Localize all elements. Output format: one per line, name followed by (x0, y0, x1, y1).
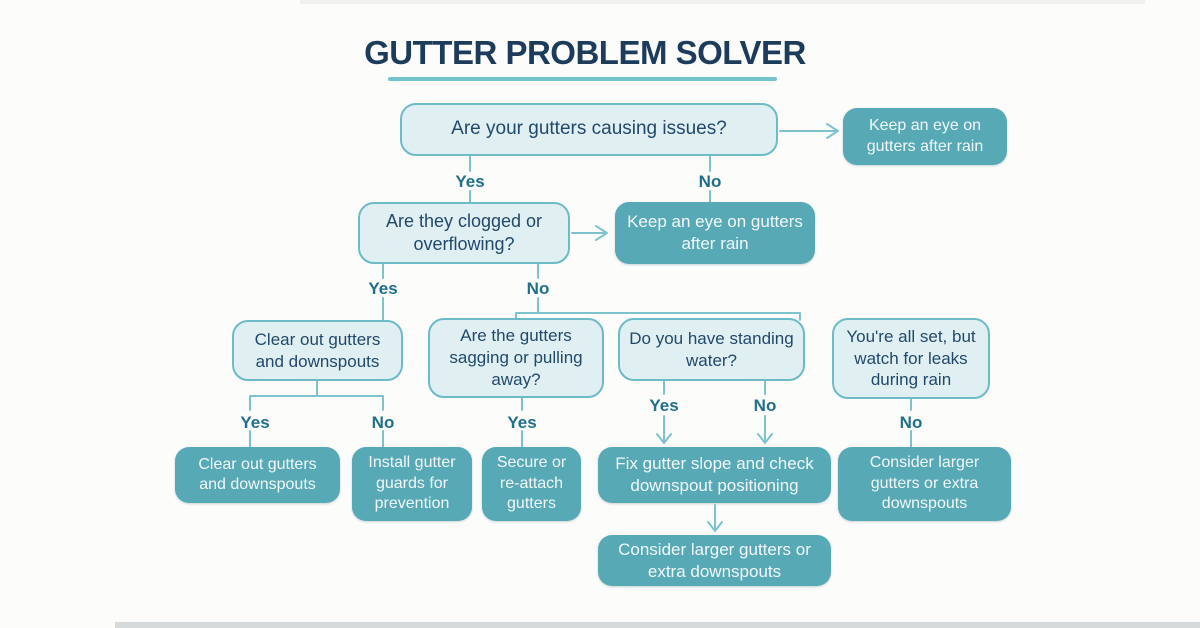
decision-label-yes-5: Yes (649, 396, 679, 415)
node-all-set-note: You're all set, but watch for leaks duri… (832, 318, 990, 399)
node-keep-eye-mid-label: Keep an eye on gutters after rain (627, 212, 803, 253)
arrowhead-standing-yes (656, 433, 672, 444)
node-clear-out-step-label: Clear out gutters and downspouts (254, 329, 381, 371)
node-clear-out-action-label: Clear out gutters and downspouts (198, 455, 317, 493)
arrowhead-right-mid (595, 225, 608, 241)
node-keep-eye-top-label: Keep an eye on gutters after rain (866, 117, 984, 155)
connector-no-branch (515, 312, 801, 321)
node-sagging-question-label: Are the gutters sagging or pulling away? (449, 326, 583, 389)
node-standing-water-question: Do you have standing water? (618, 318, 805, 381)
decision-label-yes-3: Yes (240, 413, 270, 432)
diagram-title: GUTTER PROBLEM SOLVER (364, 34, 806, 71)
node-consider-larger-right: Consider larger gutters or extra downspo… (838, 447, 1011, 521)
node-gutter-guards-action-label: Install gutter guards for prevention (368, 454, 456, 513)
node-keep-eye-top: Keep an eye on gutters after rain (843, 108, 1007, 165)
node-keep-eye-mid: Keep an eye on gutters after rain (615, 202, 815, 264)
decision-label-no-5: No (753, 396, 777, 415)
node-root-question-label: Are your gutters causing issues? (451, 118, 727, 140)
decision-label-no-2: No (526, 279, 550, 298)
node-fix-slope-action: Fix gutter slope and check downspout pos… (598, 447, 831, 503)
node-clogged-question: Are they clogged or overflowing? (358, 202, 570, 264)
node-all-set-note-label: You're all set, but watch for leaks duri… (846, 326, 976, 390)
arrowhead-standing-no (757, 433, 773, 444)
node-standing-water-question-label: Do you have standing water? (629, 328, 794, 370)
node-gutter-guards-action: Install gutter guards for prevention (352, 447, 472, 521)
arrowhead-right-top (826, 123, 839, 139)
connector-clearout-branch (249, 395, 384, 411)
node-clear-out-step: Clear out gutters and downspouts (232, 320, 403, 381)
node-clear-out-action: Clear out gutters and downspouts (175, 447, 340, 503)
node-consider-larger-bottom: Consider larger gutters or extra downspo… (598, 535, 831, 586)
node-secure-reattach-action: Secure or re-attach gutters (482, 447, 581, 521)
decision-label-yes-4: Yes (507, 413, 537, 432)
node-root-question: Are your gutters causing issues? (400, 103, 778, 156)
title-underline (388, 77, 777, 81)
top-edge-strip (300, 0, 1145, 4)
bottom-edge-strip (115, 622, 1200, 628)
decision-label-yes-1: Yes (455, 172, 485, 191)
node-consider-larger-bottom-label: Consider larger gutters or extra downspo… (618, 539, 811, 581)
node-secure-reattach-action-label: Secure or re-attach gutters (496, 454, 567, 513)
node-consider-larger-right-label: Consider larger gutters or extra downspo… (869, 454, 980, 513)
node-fix-slope-action-label: Fix gutter slope and check downspout pos… (615, 454, 814, 495)
decision-label-no-6: No (899, 413, 923, 432)
node-clogged-question-label: Are they clogged or overflowing? (385, 210, 543, 254)
node-sagging-question: Are the gutters sagging or pulling away? (428, 318, 604, 398)
decision-label-no-3: No (371, 413, 395, 432)
decision-label-no-1: No (698, 172, 722, 191)
arrowhead-consider-bottom (707, 521, 723, 532)
decision-label-yes-2: Yes (368, 279, 398, 298)
